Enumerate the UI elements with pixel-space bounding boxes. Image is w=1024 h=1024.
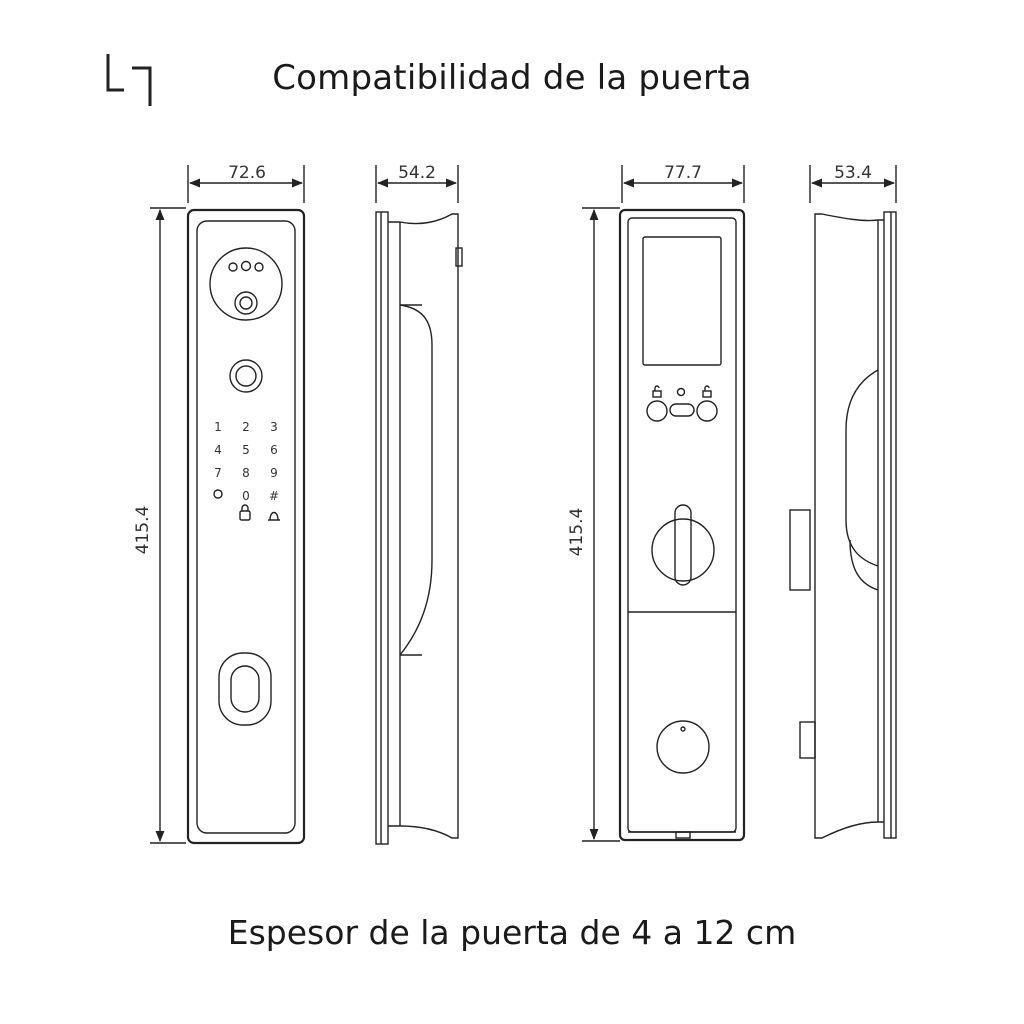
keypad-key: 6 [270,443,278,457]
keypad: 1 2 3 4 5 6 7 8 9 0 # [214,420,279,503]
front-view [150,165,306,845]
keypad-key: 9 [270,466,278,480]
keypad-key: 4 [214,443,222,457]
keypad-key: 1 [214,420,222,434]
page-title: Compatibilidad de la puerta [272,58,752,98]
keypad-key: 0 [242,489,250,503]
keypad-key: 5 [242,443,250,457]
side-view-right [789,165,897,839]
left-side-width-label: 54.2 [398,163,436,183]
front-width-label: 72.6 [228,163,266,183]
door-thickness-caption: Espesor de la puerta de 4 a 12 cm [227,913,797,952]
keypad-key: # [269,489,279,503]
keypad-key: 8 [242,466,250,480]
side-view-left [375,165,463,845]
back-height-label: 415.4 [567,508,587,557]
front-height-label: 415.4 [133,506,153,555]
keypad-key: 3 [270,420,278,434]
bracket-logo-icon [106,54,152,106]
keypad-key: 2 [242,420,250,434]
back-view [582,165,746,842]
back-width-label: 77.7 [664,163,702,183]
right-side-width-label: 53.4 [834,163,872,183]
keypad-key: 7 [214,466,222,480]
